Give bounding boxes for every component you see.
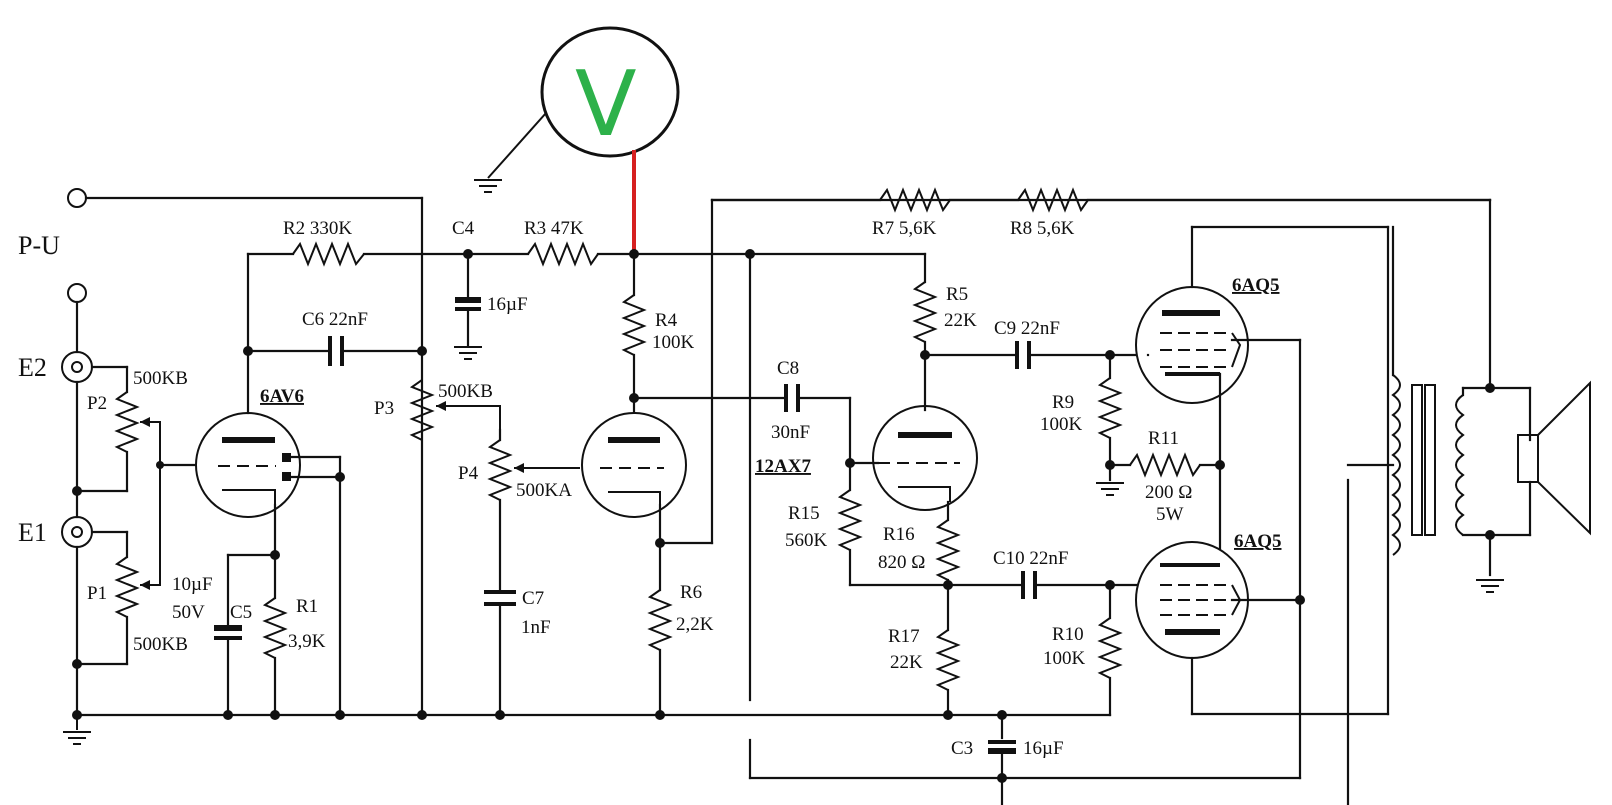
label-r10: R10 [1052,624,1084,645]
label-c7: C7 [522,588,544,609]
label-6aq5-top: 6AQ5 [1232,275,1280,296]
label-r1-val: 3,9K [288,631,326,652]
ground-icon [1476,579,1504,593]
ground-icon [454,346,482,360]
label-c3-val: 16µF [1023,738,1064,759]
pu-terminal-bottom [67,283,87,303]
label-r11: R11 [1148,428,1179,449]
speaker-icon [1517,380,1591,537]
tube-6av6 [195,412,301,518]
label-r1: R1 [296,596,318,617]
p1-resistor [114,556,140,618]
label-c8: C8 [777,358,799,379]
r9-resistor [1097,377,1123,439]
r4-resistor [621,294,647,356]
pu-terminal-top [67,188,87,208]
label-r15-val: 560K [785,530,828,551]
label-e2: E2 [18,353,47,382]
label-r17-val: 22K [890,652,923,673]
label-6av6: 6AV6 [260,386,304,407]
label-r6-val: 2,2K [676,614,714,635]
label-r5: R5 [946,284,968,305]
label-r11-val2: 5W [1156,504,1184,525]
label-r4: R4 [655,310,678,331]
r10-resistor [1097,617,1123,679]
p2-resistor [114,391,140,453]
label-c8-val: 30nF [771,422,810,443]
label-c4-val: 16µF [487,294,528,315]
label-p4-val: 500KA [516,480,572,501]
r8-resistor [1017,187,1089,213]
label-r10-val: 100K [1043,648,1086,669]
label-pu: P-U [18,231,60,260]
label-r9: R9 [1052,392,1074,413]
r5-resistor [912,281,938,343]
voltmeter-label: V [575,52,637,157]
r11-resistor [1129,452,1201,478]
label-c7-val: 1nF [521,617,551,638]
label-r16: R16 [883,524,915,545]
ground-icon [474,179,502,193]
label-p3-val: 500KB [438,381,493,402]
label-c3: C3 [951,738,973,759]
r1-resistor [262,597,288,659]
label-e1: E1 [18,518,47,547]
r15-resistor [837,489,863,551]
p3-resistor [409,379,435,441]
label-c5-val1: 10µF [172,574,213,595]
label-c5-val2: 50V [172,602,205,623]
r3-resistor [527,241,599,267]
label-p2-val: 500KB [133,368,188,389]
label-r6: R6 [680,582,702,603]
ground-icon [1096,482,1124,496]
label-c4: C4 [452,218,475,239]
label-c9: C9 22nF [994,318,1060,339]
label-r15: R15 [788,503,820,524]
r2-resistor [292,241,365,267]
e2-jack [61,351,93,383]
label-c10: C10 22nF [993,548,1069,569]
p4-resistor [487,439,513,501]
r17-resistor [935,629,961,691]
label-p4: P4 [458,463,479,484]
voltmeter-circle [540,26,680,158]
r7-resistor [879,187,951,213]
label-p1: P1 [87,583,107,604]
label-12ax7: 12AX7 [755,456,811,477]
label-r7: R7 5,6K [872,218,937,239]
voltmeter: V [474,26,680,255]
output-transformer [1346,198,1532,805]
label-6aq5-bot: 6AQ5 [1234,531,1282,552]
label-r8: R8 5,6K [1010,218,1075,239]
label-r3: R3 47K [524,218,584,239]
label-r5-val: 22K [944,310,977,331]
label-r4-val: 100K [652,332,695,353]
label-r2: R2 330K [283,218,352,239]
label-r16-val: 820 Ω [878,552,925,573]
label-r17: R17 [888,626,920,647]
e1-jack [61,516,93,548]
tube-12ax7-a [581,412,687,518]
label-c5: C5 [230,602,252,623]
r16-resistor [935,519,961,581]
label-r11-val1: 200 Ω [1145,482,1192,503]
ground-icon [63,715,91,745]
label-p2: P2 [87,393,107,414]
voltmeter-ground-lead [487,112,547,179]
label-p1-val: 500KB [133,634,188,655]
tube-12ax7-b [872,405,978,511]
label-p3: P3 [374,398,394,419]
label-c6: C6 22nF [302,309,368,330]
tube-6aq5-top [1135,286,1249,404]
label-r9-val: 100K [1040,414,1083,435]
r6-resistor [647,589,673,651]
